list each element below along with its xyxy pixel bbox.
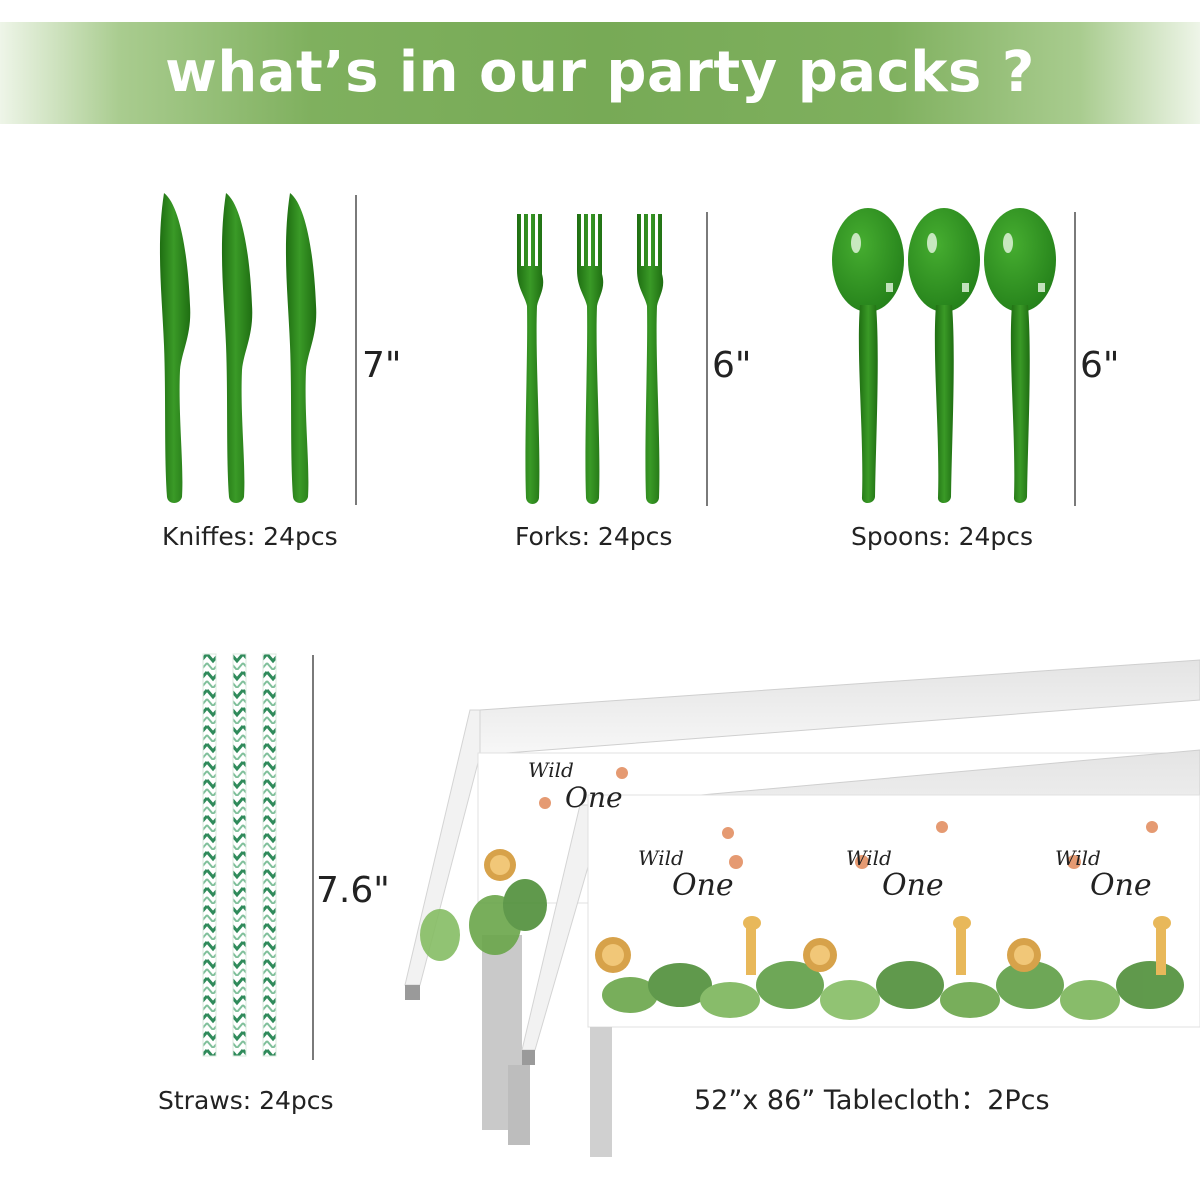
forks-image (517, 214, 664, 504)
wild-word-back: Wild (528, 758, 574, 782)
page-title: what’s in our party packs ? (165, 40, 1035, 105)
knives-size-label: 7" (362, 345, 402, 386)
animal-lion-2 (803, 938, 837, 972)
animal-giraffe-3 (1153, 916, 1171, 975)
forks-size-label: 6" (712, 345, 752, 386)
fork-1 (517, 214, 544, 504)
animal-lion-3 (1007, 938, 1041, 972)
wild-one-print-3: Wild One (1055, 846, 1152, 903)
fork-3 (637, 214, 664, 504)
paw-prints (539, 767, 1158, 869)
spoon-3 (984, 208, 1056, 503)
straws-size-label: 7.6" (316, 870, 390, 911)
straw-2 (232, 653, 247, 1057)
animal-giraffe-2 (953, 916, 971, 975)
wild-one-print-2: Wild One (846, 846, 944, 903)
spoons-size-label: 6" (1080, 345, 1120, 386)
wild-word-2: Wild (846, 846, 892, 870)
animal-lion-1 (595, 937, 631, 973)
forks-dimension-line (706, 212, 708, 506)
spoon-1 (832, 208, 904, 503)
knives-caption: Kniffes: 24pcs (162, 522, 338, 551)
straws-caption: Straws: 24pcs (158, 1086, 334, 1115)
one-word-1: One (672, 868, 734, 903)
straw-3 (262, 653, 277, 1057)
leaf-border (420, 879, 1184, 1020)
wild-word-3: Wild (1055, 846, 1101, 870)
knife-1 (159, 193, 191, 503)
header-banner: what’s in our party packs ? (0, 22, 1200, 124)
knives-image (159, 193, 317, 503)
spoons-image (832, 208, 1056, 503)
spoon-2 (908, 208, 980, 503)
wild-one-print-back: Wild One (528, 758, 623, 814)
tablecloth-image: Wild One Wild One Wild One Wild One (404, 659, 1200, 1157)
one-word-3: One (1090, 868, 1152, 903)
knives-dimension-line (355, 195, 357, 505)
straws-dimension-line (312, 655, 314, 1060)
straws-image (202, 653, 277, 1057)
tablecloth-caption: 52”x 86” Tablecloth：2Pcs (694, 1085, 1050, 1116)
straw-1 (202, 653, 217, 1057)
knife-2 (221, 193, 253, 503)
knife-3 (285, 193, 317, 503)
spoons-caption: Spoons: 24pcs (851, 522, 1034, 551)
forks-caption: Forks: 24pcs (515, 522, 673, 551)
one-word-back: One (565, 781, 623, 814)
wild-one-print-1: Wild One (638, 846, 734, 903)
spoons-dimension-line (1074, 212, 1076, 506)
fork-2 (577, 214, 604, 504)
wild-word-1: Wild (638, 846, 684, 870)
one-word-2: One (882, 868, 944, 903)
animal-lion-back (484, 849, 516, 881)
animal-giraffe-1 (743, 916, 761, 975)
